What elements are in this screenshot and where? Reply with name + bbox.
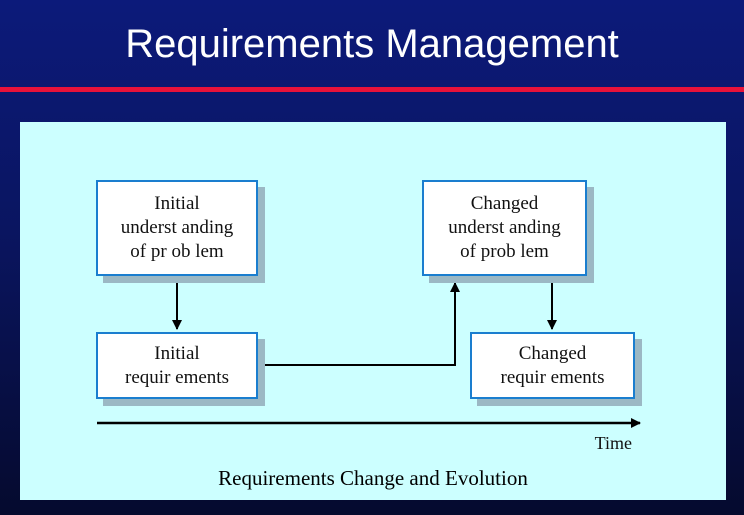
arrow-requirements-to-changed-understanding (258, 282, 460, 366)
box-initial-understanding: Initial underst anding of pr ob lem (96, 180, 258, 276)
box-initial-requirements: Initial requir ements (96, 332, 258, 399)
diagram-caption: Requirements Change and Evolution (218, 466, 528, 490)
box-changed-requirements: Changed requir ements (470, 332, 635, 399)
box-changed-understanding: Changed underst anding of prob lem (422, 180, 587, 276)
time-axis-label: Time (594, 433, 632, 453)
title-divider (0, 87, 744, 92)
slide-title: Requirements Management (125, 22, 619, 66)
